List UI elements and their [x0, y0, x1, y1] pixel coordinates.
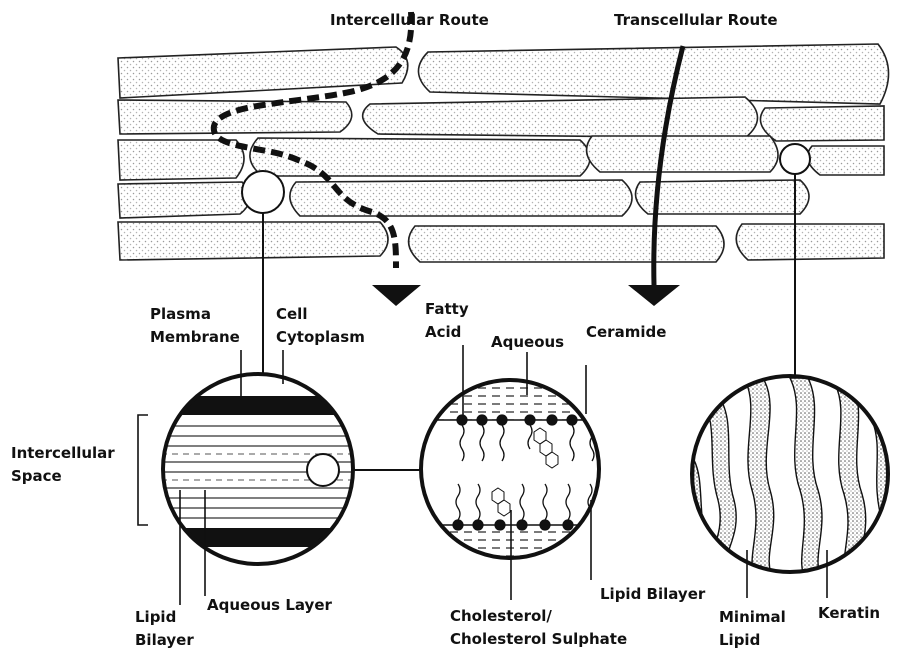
corneocyte [250, 138, 590, 176]
zoom-source-circle-left [242, 171, 284, 213]
zoom-source-circle-right [780, 144, 810, 174]
aqueous-layer-label: Aqueous Layer [207, 594, 332, 617]
corneocyte [587, 136, 778, 172]
keratin-zoom [690, 374, 892, 598]
intercellular-space-bracket [138, 415, 148, 525]
corneocyte [118, 222, 388, 260]
transcellular-arrowhead [628, 285, 680, 306]
corneocyte [808, 146, 885, 175]
lipid-bilayer-zoom [420, 345, 600, 600]
corneocyte [290, 180, 632, 216]
cholesterol-label: Cholesterol/Cholesterol Sulphate [450, 605, 627, 651]
corneocyte [118, 182, 250, 218]
intercellular-route-label: Intercellular Route [330, 9, 489, 32]
corneocyte [636, 180, 810, 214]
lipid-bilayer-mid-label: Lipid Bilayer [600, 583, 705, 606]
corneocyte [418, 44, 888, 104]
intercellular-arrowhead [372, 285, 421, 306]
keratin-label: Keratin [818, 602, 880, 625]
corneocyte [409, 226, 724, 262]
lipid-droplet [307, 454, 339, 486]
corneocyte [760, 106, 884, 141]
corneocyte [118, 100, 352, 134]
aqueous-label: Aqueous [491, 331, 564, 354]
intercellular-space-zoom [138, 350, 370, 605]
ceramide-label: Ceramide [586, 321, 666, 344]
corneocyte [363, 97, 758, 138]
transcellular-route-label: Transcellular Route [614, 9, 778, 32]
corneocyte [736, 224, 884, 260]
corneocyte [118, 140, 244, 180]
stratum-corneum [118, 44, 889, 262]
